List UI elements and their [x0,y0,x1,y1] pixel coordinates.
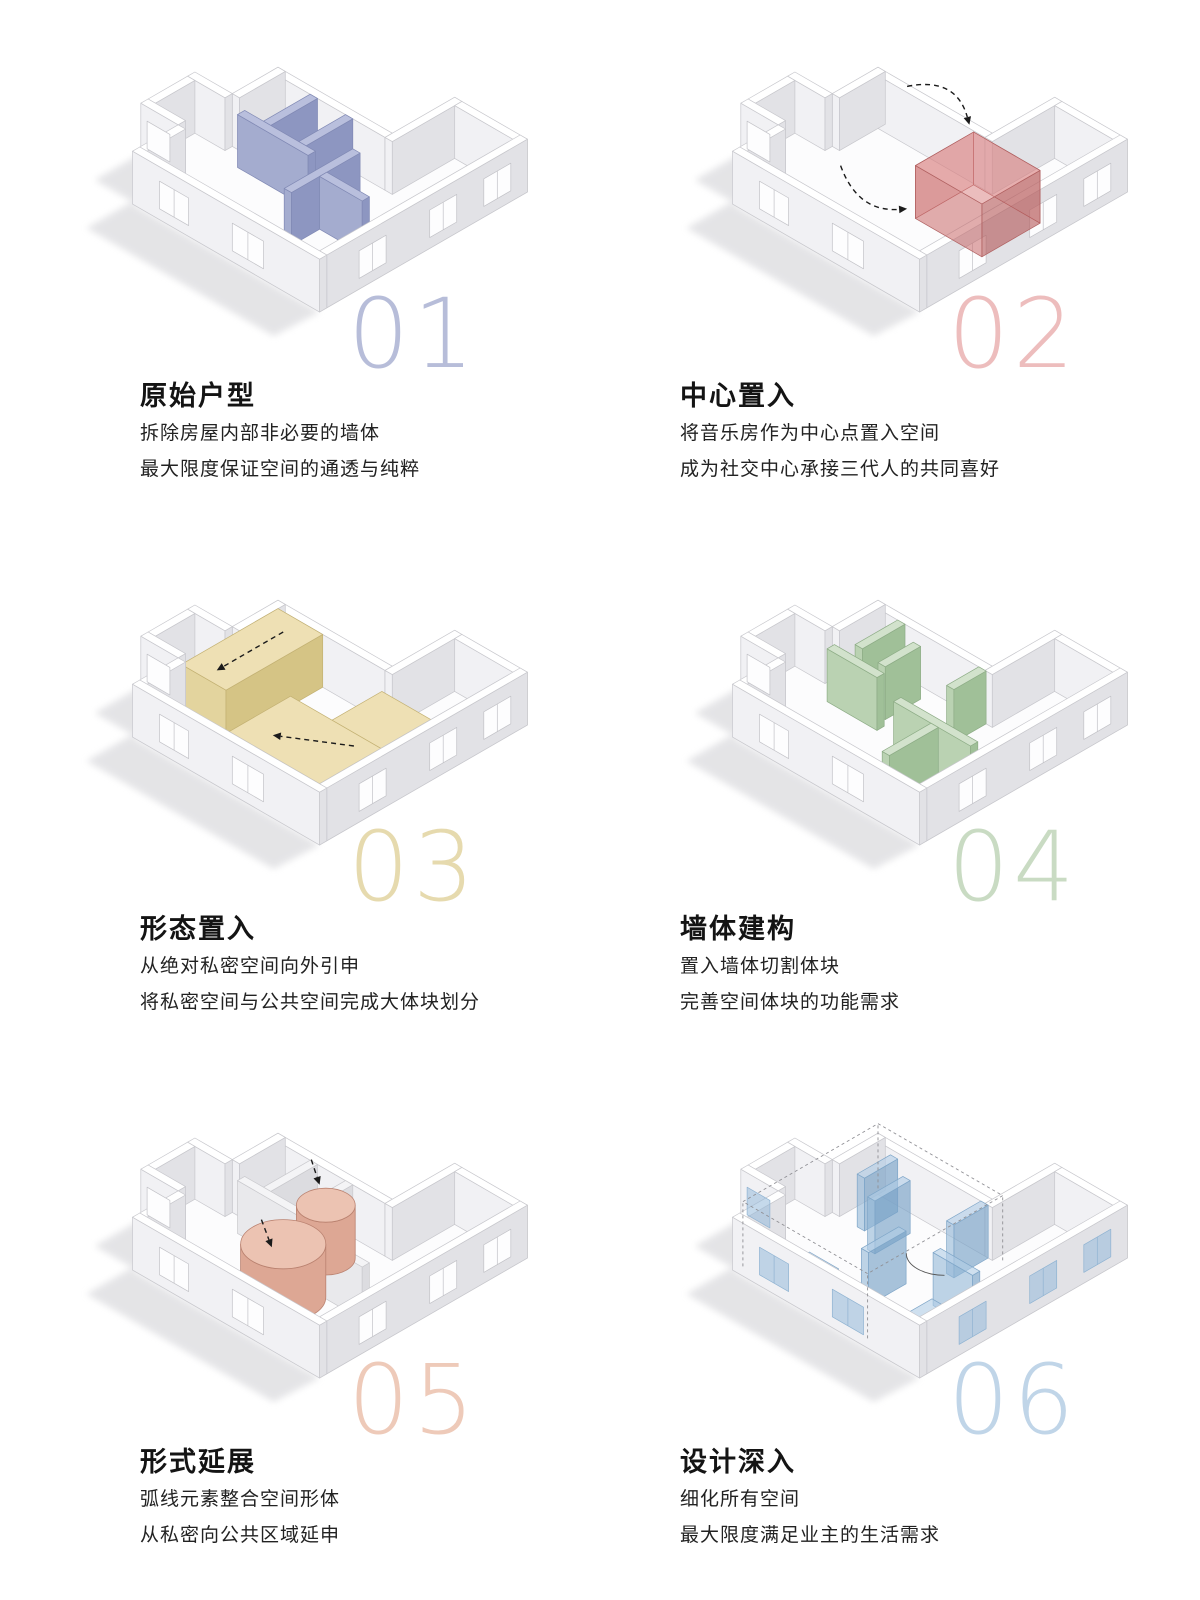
axonometric-diagram-form-extension [86,1132,528,1402]
step-number: 02 [948,278,1079,390]
step-title: 形态置入 [140,914,256,944]
step-title: 原始户型 [140,381,256,411]
step-description-line2: 完善空间体块的功能需求 [680,992,901,1013]
step-description-line1: 弧线元素整合空间形体 [140,1489,341,1510]
step-title: 墙体建构 [680,914,796,944]
step-description-line1: 细化所有空间 [680,1489,801,1510]
step-description-line2: 将私密空间与公共空间完成大体块划分 [140,992,481,1013]
step-panel-04: 04 墙体建构 置入墙体切割体块 完善空间体块的功能需求 [600,533,1200,1066]
step-description-line2: 最大限度保证空间的通透与纯粹 [140,459,421,480]
step-description-line1: 从绝对私密空间向外引申 [140,956,361,977]
step-overlay-annotations [839,83,1041,258]
step-panel-06: 06 设计深入 细化所有空间 最大限度满足业主的生活需求 [600,1066,1200,1600]
window-openings [746,1186,1112,1345]
window-openings [146,120,512,279]
axonometric-diagram-center-insert [686,66,1128,336]
axonometric-diagram-form-insert [86,599,528,869]
window-openings [146,653,512,812]
step-title: 中心置入 [680,381,796,411]
step-overlay-volumes [237,1159,370,1322]
axonometric-diagram-wall-construction [686,599,1128,869]
step-panel-02: 02 中心置入 将音乐房作为中心点置入空间 成为社交中心承接三代人的共同喜好 [600,0,1200,533]
window-openings [746,120,1112,279]
window-openings [746,653,1112,812]
step-description-line2: 成为社交中心承接三代人的共同喜好 [680,459,1001,480]
window-openings [146,1186,512,1345]
step-number: 03 [348,811,479,923]
step-number: 04 [948,811,1079,923]
step-panel-05: 05 形式延展 弧线元素整合空间形体 从私密向公共区域延申 [0,1066,600,1600]
step-overlay-annotations [216,631,354,747]
step-overlay-annotations [260,1159,321,1248]
step-description-line1: 将音乐房作为中心点置入空间 [680,423,941,444]
step-number: 06 [948,1344,1079,1456]
axonometric-diagram-design-detail [686,1123,1128,1402]
axonometric-diagram-original-plan [86,66,528,336]
step-panel-01: 01 原始户型 拆除房屋内部非必要的墙体 最大限度保证空间的通透与纯粹 [0,0,600,533]
front-walls [132,1164,528,1379]
step-description-line1: 置入墙体切割体块 [680,956,841,977]
step-description-line2: 最大限度满足业主的生活需求 [680,1525,941,1546]
step-description-line1: 拆除房屋内部非必要的墙体 [140,423,381,444]
step-panel-03: 03 形态置入 从绝对私密空间向外引申 将私密空间与公共空间完成大体块划分 [0,533,600,1066]
step-overlay-volumes [237,93,370,255]
step-number: 05 [348,1344,479,1456]
step-number: 01 [348,278,479,390]
step-title: 形式延展 [140,1447,256,1477]
step-description-line2: 从私密向公共区域延申 [140,1525,341,1546]
step-title: 设计深入 [680,1447,796,1477]
